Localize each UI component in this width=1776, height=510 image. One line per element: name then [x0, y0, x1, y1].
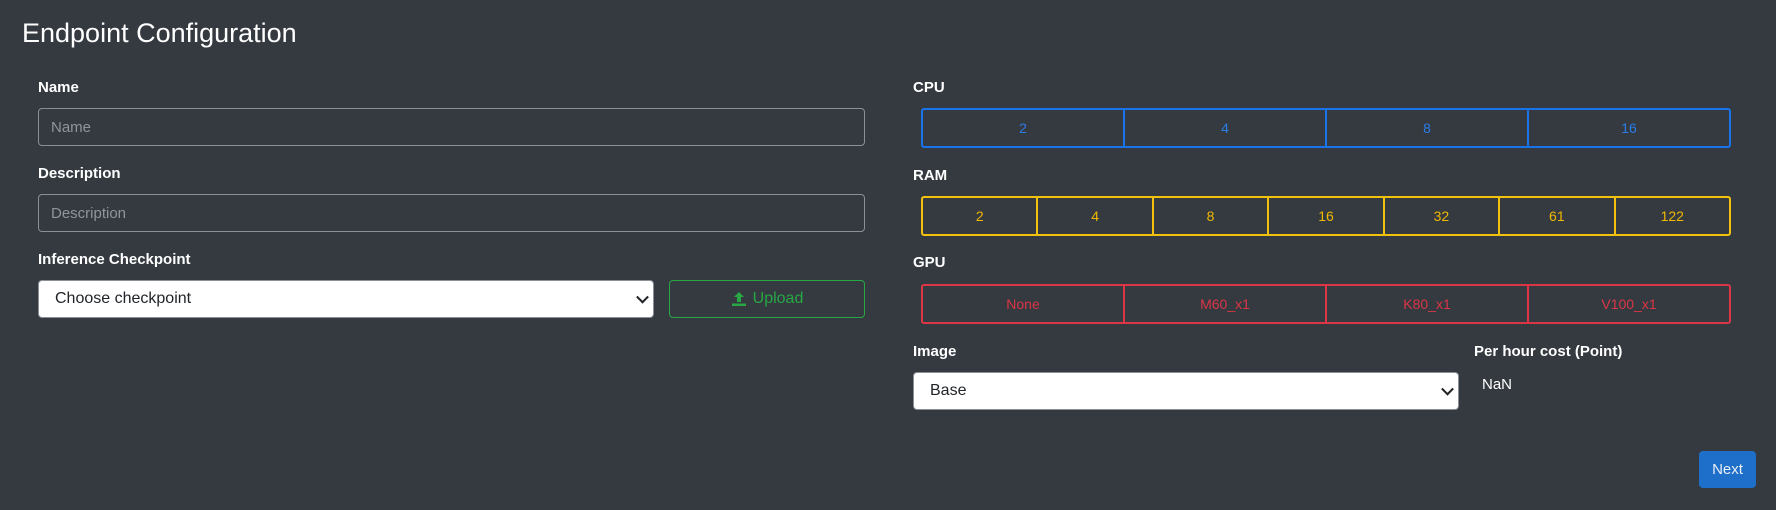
name-input[interactable] — [38, 108, 865, 146]
ram-option[interactable]: 4 — [1036, 198, 1151, 234]
cpu-option[interactable]: 2 — [1019, 120, 1027, 136]
upload-label: Upload — [752, 290, 804, 307]
gpu-selector: None M60_x1 K80_x1 V100_x1 — [921, 284, 1731, 324]
ram-option[interactable]: 2 — [975, 208, 984, 224]
upload-button[interactable]: Upload — [669, 280, 865, 318]
cpu-option[interactable]: 8 — [1325, 110, 1527, 146]
checkpoint-select[interactable]: Choose checkpoint — [38, 280, 654, 318]
gpu-option[interactable]: None — [1006, 296, 1040, 312]
chevron-down-icon — [636, 290, 649, 304]
chevron-down-icon — [1441, 382, 1454, 396]
ram-option[interactable]: 32 — [1382, 198, 1498, 234]
cpu-selector: 2 4 8 16 — [921, 108, 1731, 148]
cost-label: Per hour cost (Point) — [1474, 343, 1623, 360]
ram-label: RAM — [913, 167, 948, 184]
upload-icon — [731, 292, 746, 306]
cpu-option[interactable]: 4 — [1123, 110, 1325, 146]
gpu-option[interactable]: K80_x1 — [1325, 286, 1527, 322]
ram-option[interactable]: 122 — [1613, 198, 1729, 234]
cpu-option[interactable]: 16 — [1527, 110, 1729, 146]
cost-value: NaN — [1482, 376, 1513, 393]
page-title: Endpoint Configuration — [22, 18, 297, 48]
image-select[interactable]: Base — [913, 372, 1459, 410]
ram-option[interactable]: 16 — [1267, 198, 1382, 234]
ram-selector: 2 4 8 16 32 61 122 — [921, 196, 1731, 236]
description-input[interactable] — [38, 194, 865, 232]
image-select-value: Base — [930, 382, 967, 399]
gpu-option[interactable]: M60_x1 — [1123, 286, 1325, 322]
cpu-label: CPU — [913, 79, 945, 96]
description-label: Description — [38, 165, 121, 182]
ram-option[interactable]: 8 — [1151, 198, 1267, 234]
gpu-option[interactable]: V100_x1 — [1527, 286, 1729, 322]
ram-option[interactable]: 61 — [1498, 198, 1613, 234]
next-button[interactable]: Next — [1699, 451, 1756, 488]
gpu-label: GPU — [913, 254, 946, 271]
checkpoint-select-value: Choose checkpoint — [55, 290, 192, 307]
image-label: Image — [913, 343, 957, 360]
name-label: Name — [38, 79, 79, 96]
checkpoint-label: Inference Checkpoint — [38, 251, 191, 268]
